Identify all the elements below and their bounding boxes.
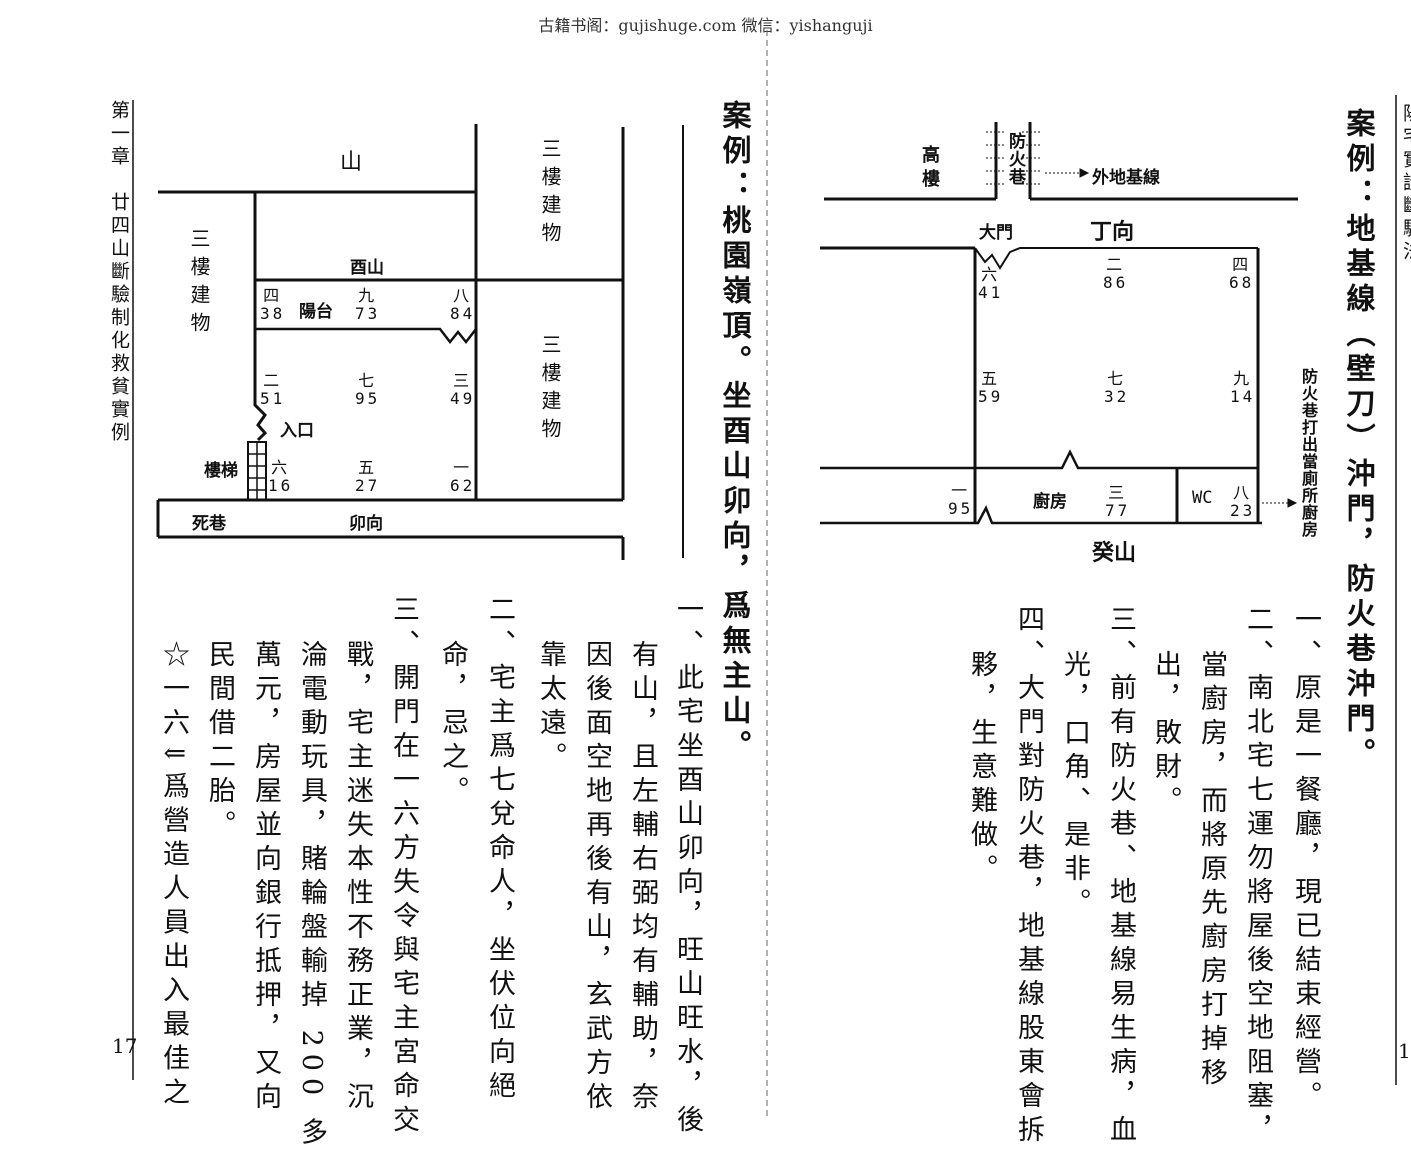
text-column: 戰，宅主迷失本性不務正業，沉 [342, 640, 373, 1116]
text-column: 一、原是一餐廳，現已結束經營。 [1290, 605, 1321, 1115]
text-column: 當廚房，而將原先廚房打掉移 [1196, 650, 1227, 1092]
label-balcony: 陽台 [299, 302, 333, 322]
diagram-lines [132, 30, 1397, 1119]
text-column: 淪電動玩具，賭輪盤輸掉 200 多 [296, 640, 327, 1152]
label-entrance: 入口 [280, 421, 314, 441]
text-column: 三、開門在一六方失令與宅主宮命交 [388, 595, 419, 1139]
label-building-right-bottom: 三樓建物 [538, 334, 562, 446]
text-column: 光，口角、是非。 [1059, 650, 1090, 922]
text-column: 四、大門對防火巷，地基線股東會拆 [1013, 605, 1044, 1149]
label-kitchen: 廚房 [1033, 492, 1067, 512]
label-fire-lane: 防火巷 [1005, 132, 1025, 186]
label-note: 防火巷打出當廁所廚房 [1299, 368, 1318, 538]
text-column: 萬元，房屋並向銀行抵押，又向 [250, 640, 281, 1116]
text-column: 因後面空地再後有山，玄武方依 [581, 640, 612, 1116]
page-number: 17 [112, 1034, 138, 1058]
label-high-building: 高樓 [919, 145, 940, 193]
case-title: 案例：地基線（壁刀）沖門，防火巷沖門。 [1342, 108, 1376, 773]
label-west-mountain: 酉山 [350, 258, 384, 278]
label-wc: WC [1192, 488, 1213, 508]
text-column: 一、此宅坐酉山卯向，旺山旺水，後 [672, 595, 703, 1139]
page-number: 16 [1398, 1039, 1411, 1063]
text-column: 三、前有防火巷、地基線易生病，血 [1105, 605, 1136, 1149]
label-facing: 卯向 [349, 514, 383, 534]
text-column: 有山，且左輔右弼均有輔助，奈 [627, 640, 658, 1116]
text-column: 夥，生意難做。 [966, 650, 997, 888]
label-sitting: 癸山 [1092, 540, 1137, 566]
text-column: ☆一六⇓爲營造人員出入最佳之 [158, 640, 189, 1112]
text-column: 二、南北宅七運勿將屋後空地阻塞， [1242, 605, 1273, 1149]
label-stairs: 樓梯 [204, 461, 238, 481]
label-main-door: 大門 [979, 223, 1013, 243]
label-dead-end: 死巷 [192, 514, 226, 534]
label-outer-foundation-line: 外地基線 [1092, 168, 1160, 188]
text-column: 命，忌之。 [437, 640, 468, 810]
text-column: 民間借二胎。 [204, 640, 235, 844]
label-facing: 丁向 [1090, 219, 1135, 245]
case-title: 案例：桃園嶺頂。坐酉山卯向，爲無主山。 [718, 100, 752, 765]
running-header: 陽宅實證斷驗法 [1400, 103, 1411, 264]
text-column: 出，敗財。 [1150, 650, 1181, 820]
label-building-right-top: 三樓建物 [538, 138, 562, 250]
text-column: 二、宅主爲七兌命人，坐伏位向絕 [484, 595, 515, 1105]
watermark: 古籍书阁：gujishuge.com 微信：yishanguji [538, 16, 873, 35]
running-header: 第一章 廿四山斷驗制化救貧實例 [108, 100, 130, 445]
text-column: 靠太遠。 [535, 640, 566, 776]
label-mountain: 山 [340, 150, 363, 175]
label-building-left: 三樓建物 [187, 228, 211, 340]
